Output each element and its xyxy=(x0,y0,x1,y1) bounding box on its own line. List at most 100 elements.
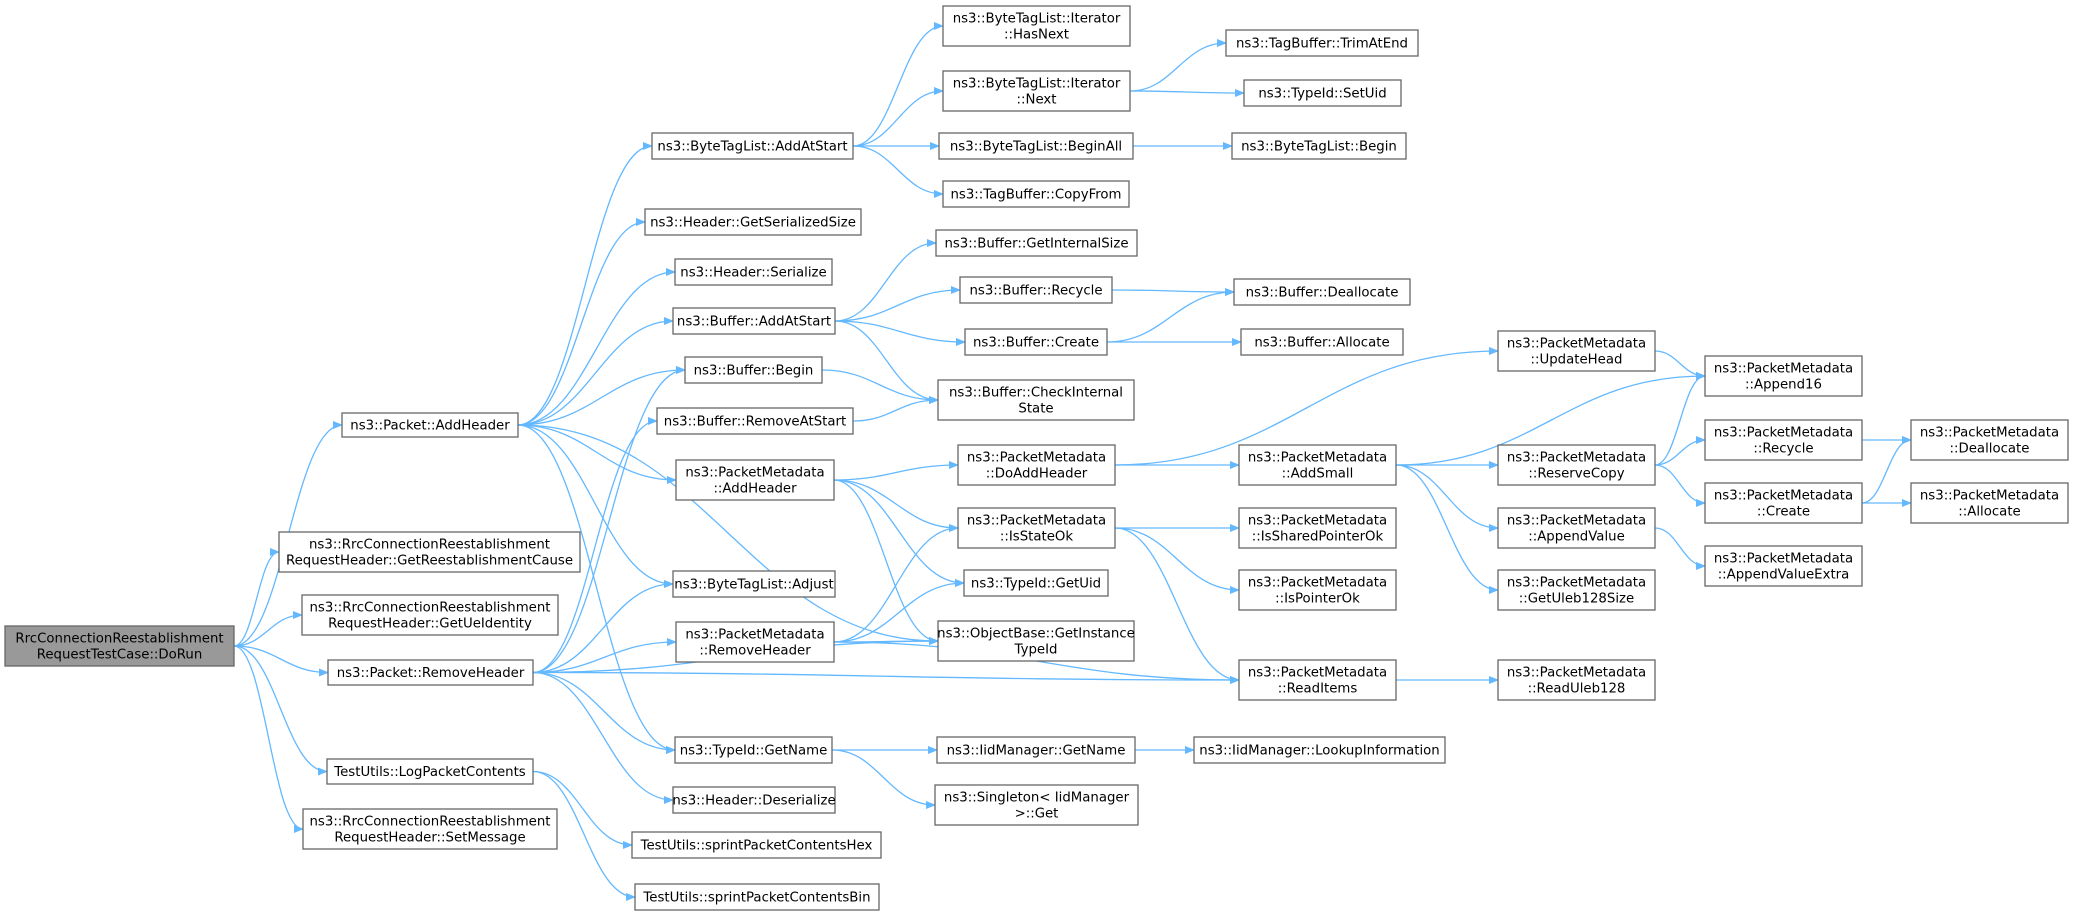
node-pm-append16[interactable]: ns3::PacketMetadata::Append16 xyxy=(1704,355,1863,397)
node-addheader[interactable]: ns3::Packet::AddHeader xyxy=(341,412,519,438)
node-btl-begin[interactable]: ns3::ByteTagList::Begin xyxy=(1231,132,1407,160)
node-buf-removeatstart[interactable]: ns3::Buffer::RemoveAtStart xyxy=(656,407,854,435)
edge-pm-addheader-to-ob-getinstance xyxy=(833,479,939,645)
node-pm-create[interactable]: ns3::PacketMetadata::Create xyxy=(1704,482,1863,524)
node-label: ::ReserveCopy xyxy=(1528,467,1624,482)
node-label: ::Next xyxy=(1017,93,1057,108)
edge-buf-begin-to-buf-checkinternal xyxy=(821,369,939,404)
node-box xyxy=(1243,79,1402,107)
node-box xyxy=(1910,482,2069,524)
node-label: ns3::PacketMetadata xyxy=(1714,362,1853,377)
node-pm-issharedptrok[interactable]: ns3::PacketMetadata::IsSharedPointerOk xyxy=(1238,507,1397,549)
node-box xyxy=(963,569,1109,597)
node-label: ::ReadUleb128 xyxy=(1528,682,1626,697)
node-box xyxy=(651,132,854,160)
node-buf-begin[interactable]: ns3::Buffer::Begin xyxy=(684,356,823,384)
node-tb-trimatend[interactable]: ns3::TagBuffer::TrimAtEnd xyxy=(1225,29,1419,57)
edge-addheader-to-buf-begin xyxy=(517,366,686,426)
edge-root-to-setmessage xyxy=(233,645,304,833)
node-box xyxy=(934,784,1139,826)
node-btl-addatstart[interactable]: ns3::ByteTagList::AddAtStart xyxy=(651,132,854,160)
node-box xyxy=(672,307,836,335)
edge-pm-create-to-pm-deallocate xyxy=(1861,436,1912,504)
node-buf-deallocate[interactable]: ns3::Buffer::Deallocate xyxy=(1233,278,1411,306)
node-pm-doaddheader[interactable]: ns3::PacketMetadata::DoAddHeader xyxy=(957,444,1116,486)
node-iid-getname[interactable]: ns3::IidManager::GetName xyxy=(936,736,1136,764)
node-pm-addheader[interactable]: ns3::PacketMetadata::AddHeader xyxy=(675,459,835,501)
node-buf-recycle[interactable]: ns3::Buffer::Recycle xyxy=(959,276,1113,304)
node-buf-getinternalsize[interactable]: ns3::Buffer::GetInternalSize xyxy=(935,229,1138,257)
node-hdr-getsersize[interactable]: ns3::Header::GetSerializedSize xyxy=(644,208,862,236)
node-typeid-getuid[interactable]: ns3::TypeId::GetUid xyxy=(963,569,1109,597)
edge-pm-addheader-to-typeid-getuid xyxy=(833,479,965,587)
node-setmessage[interactable]: ns3::RrcConnectionReestablishmentRequest… xyxy=(302,808,558,850)
node-pm-appendvalue[interactable]: ns3::PacketMetadata::AppendValue xyxy=(1497,507,1656,549)
node-typeid-getname[interactable]: ns3::TypeId::GetName xyxy=(674,736,833,764)
node-pm-reservecopy[interactable]: ns3::PacketMetadata::ReserveCopy xyxy=(1497,444,1656,486)
node-box xyxy=(1238,659,1397,701)
node-label: TypeId xyxy=(1014,643,1058,658)
node-pm-isptrok[interactable]: ns3::PacketMetadata::IsPointerOk xyxy=(1238,569,1397,611)
node-pm-allocate[interactable]: ns3::PacketMetadata::Allocate xyxy=(1910,482,2069,524)
node-label: ns3::RrcConnectionReestablishment xyxy=(309,538,550,553)
node-getcause[interactable]: ns3::RrcConnectionReestablishmentRequest… xyxy=(278,531,581,573)
node-buf-allocate[interactable]: ns3::Buffer::Allocate xyxy=(1240,328,1404,356)
edge-btl-addatstart-to-tb-copyfrom xyxy=(852,145,944,198)
node-label: ns3::TypeId::SetUid xyxy=(1258,87,1386,102)
node-pm-readuleb128[interactable]: ns3::PacketMetadata::ReadUleb128 xyxy=(1497,659,1656,701)
node-pm-updatehead[interactable]: ns3::PacketMetadata::UpdateHead xyxy=(1497,330,1656,372)
node-box xyxy=(1231,132,1407,160)
node-btl-it-hasnext[interactable]: ns3::ByteTagList::Iterator::HasNext xyxy=(942,5,1131,47)
node-label: ::UpdateHead xyxy=(1531,353,1623,368)
node-buf-addatstart[interactable]: ns3::Buffer::AddAtStart xyxy=(672,307,836,335)
node-pm-addsmall[interactable]: ns3::PacketMetadata::AddSmall xyxy=(1238,444,1397,486)
node-tu-hex[interactable]: TestUtils::sprintPacketContentsHex xyxy=(631,831,882,859)
node-label: ns3::PacketMetadata xyxy=(1248,514,1387,529)
edge-addheader-to-typeid-getname xyxy=(517,424,676,754)
node-box xyxy=(327,659,534,686)
edge-layer xyxy=(233,22,1912,901)
node-root[interactable]: RrcConnectionReestablishmentRequestTestC… xyxy=(4,625,235,667)
node-pm-recycle[interactable]: ns3::PacketMetadata::Recycle xyxy=(1704,419,1863,461)
node-pm-deallocate[interactable]: ns3::PacketMetadata::Deallocate xyxy=(1910,419,2069,461)
edge-removeheader-to-hdr-deserialize xyxy=(532,671,674,804)
node-label: ns3::PacketMetadata xyxy=(1507,576,1646,591)
node-pm-readitems[interactable]: ns3::PacketMetadata::ReadItems xyxy=(1238,659,1397,701)
node-btl-it-next[interactable]: ns3::ByteTagList::Iterator::Next xyxy=(942,70,1131,112)
node-label: ::Create xyxy=(1757,505,1810,520)
node-label: TestUtils::sprintPacketContentsBin xyxy=(642,891,870,906)
node-removeheader[interactable]: ns3::Packet::RemoveHeader xyxy=(327,659,534,686)
node-hdr-serialize[interactable]: ns3::Header::Serialize xyxy=(674,258,833,286)
edge-root-to-logpacket xyxy=(233,645,328,776)
edge-typeid-getname-to-singleton-get xyxy=(831,749,936,809)
node-btl-beginall[interactable]: ns3::ByteTagList::BeginAll xyxy=(938,132,1134,160)
node-logpacket[interactable]: TestUtils::LogPacketContents xyxy=(326,758,534,785)
node-label: RrcConnectionReestablishment xyxy=(15,632,223,647)
node-box xyxy=(959,276,1113,304)
edge-pm-addheader-to-pm-isstateok xyxy=(833,479,959,532)
node-pm-removeheader[interactable]: ns3::PacketMetadata::RemoveHeader xyxy=(675,621,835,663)
node-pm-appendvalueextra[interactable]: ns3::PacketMetadata::AppendValueExtra xyxy=(1704,545,1863,587)
node-label: ::ReadItems xyxy=(1278,682,1358,697)
node-pm-isstateok[interactable]: ns3::PacketMetadata::IsStateOk xyxy=(957,507,1116,549)
node-label: ns3::ByteTagList::AddAtStart xyxy=(657,140,847,155)
node-box xyxy=(935,229,1138,257)
node-box xyxy=(1193,736,1446,764)
node-buf-create[interactable]: ns3::Buffer::Create xyxy=(964,328,1108,356)
node-hdr-deserialize[interactable]: ns3::Header::Deserialize xyxy=(672,786,836,814)
node-tu-bin[interactable]: TestUtils::sprintPacketContentsBin xyxy=(634,883,880,911)
node-label: ns3::PacketMetadata xyxy=(685,628,824,643)
node-btl-adjust[interactable]: ns3::ByteTagList::Adjust xyxy=(672,570,836,598)
edge-removeheader-to-buf-begin xyxy=(532,366,686,674)
node-tb-copyfrom[interactable]: ns3::TagBuffer::CopyFrom xyxy=(942,180,1130,208)
node-typeid-setuid[interactable]: ns3::TypeId::SetUid xyxy=(1243,79,1402,107)
node-getueid[interactable]: ns3::RrcConnectionReestablishmentRequest… xyxy=(301,594,559,636)
node-pm-getuleb128size[interactable]: ns3::PacketMetadata::GetUleb128Size xyxy=(1497,569,1656,611)
node-iid-lookupinfo[interactable]: ns3::IidManager::LookupInformation xyxy=(1193,736,1446,764)
node-label: ::Append16 xyxy=(1745,378,1822,393)
node-singleton-get[interactable]: ns3::Singleton< IidManager>::Get xyxy=(934,784,1139,826)
edge-root-to-getueid xyxy=(233,611,303,647)
edge-pm-reservecopy-to-pm-recycle xyxy=(1654,436,1706,466)
